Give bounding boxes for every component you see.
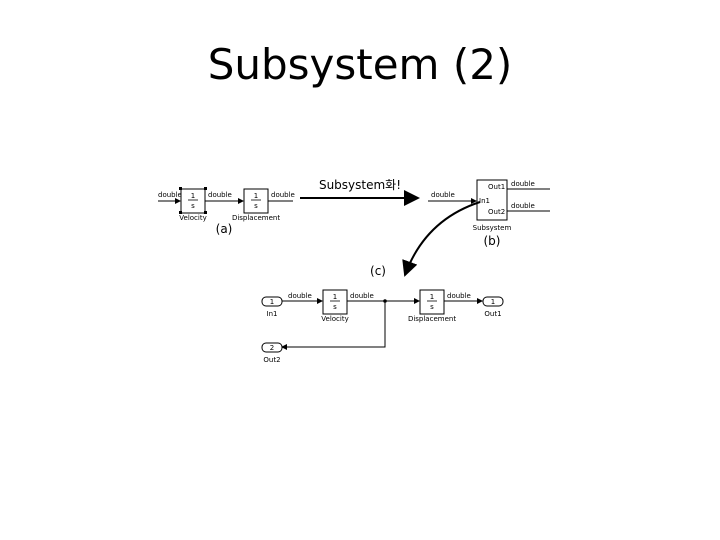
panel-a: double 1 s Velocity double 1 s Displacem… (158, 187, 295, 236)
port-body (261, 342, 283, 353)
selection-handle (204, 211, 207, 214)
block-body (322, 289, 348, 315)
subsystem-arrow-caption: Subsystem화! (319, 178, 401, 192)
block-denominator: s (333, 303, 337, 311)
block-numerator: 1 (254, 192, 258, 200)
selection-handle (179, 211, 182, 214)
block-body (419, 289, 445, 315)
displacement-label: Displacement (232, 214, 280, 222)
signal-label-mid: double (208, 191, 232, 199)
signal-label-subsystem-in: double (431, 191, 455, 199)
signal-label-out1: double (511, 180, 535, 188)
block-numerator: 1 (430, 293, 434, 301)
port-out1-label: Out1 (488, 183, 505, 191)
outport-1[interactable]: 1 (482, 296, 504, 307)
subsystem-block[interactable]: Out1 In1 Out2 (476, 179, 508, 221)
outport-2-label: Out2 (263, 356, 280, 364)
velocity-integrator-block[interactable]: 1 s (179, 187, 207, 214)
block-body (243, 188, 269, 214)
port-number: 2 (270, 344, 274, 352)
block-denominator: s (430, 303, 434, 311)
panel-c: (c) 1 In1 double 1 s Velocity double 1 s… (261, 264, 504, 364)
block-denominator: s (191, 202, 195, 210)
wire-c-branch (281, 301, 386, 350)
port-number: 1 (491, 298, 495, 306)
selection-handle (204, 187, 207, 190)
block-body (180, 188, 206, 214)
panel-a-caption: (a) (216, 222, 233, 236)
displacement-label-c: Displacement (408, 315, 456, 323)
block-numerator: 1 (191, 192, 195, 200)
subsystem-label: Subsystem (473, 224, 512, 232)
slide-title: Subsystem (2) (207, 40, 513, 89)
velocity-label-c: Velocity (321, 315, 348, 323)
port-number: 1 (270, 298, 274, 306)
port-out2-label: Out2 (488, 208, 505, 216)
inport-1[interactable]: 1 (261, 296, 283, 307)
panel-c-caption: (c) (370, 264, 386, 278)
port-in1-label: In1 (479, 197, 490, 205)
expand-arrow (402, 201, 481, 277)
displacement-integrator-block-c[interactable]: 1 s (419, 289, 445, 315)
velocity-label: Velocity (179, 214, 206, 222)
signal-label-c-mid: double (350, 292, 374, 300)
port-body (482, 296, 504, 307)
displacement-integrator-block[interactable]: 1 s (243, 188, 269, 214)
block-numerator: 1 (333, 293, 337, 301)
outport-2[interactable]: 2 (261, 342, 283, 353)
signal-label-c-out: double (447, 292, 471, 300)
outport-1-label: Out1 (484, 310, 501, 318)
signal-label-c-in: double (288, 292, 312, 300)
signal-label-out2: double (511, 202, 535, 210)
signal-label-input: double (158, 191, 182, 199)
velocity-integrator-block-c[interactable]: 1 s (322, 289, 348, 315)
block-body (476, 179, 508, 221)
block-denominator: s (254, 202, 258, 210)
panel-b-caption: (b) (484, 234, 501, 248)
selection-handle (179, 187, 182, 190)
inport-label: In1 (267, 310, 278, 318)
signal-label-output: double (271, 191, 295, 199)
panel-b: double Out1 In1 Out2 Subsystem double do… (428, 179, 550, 248)
